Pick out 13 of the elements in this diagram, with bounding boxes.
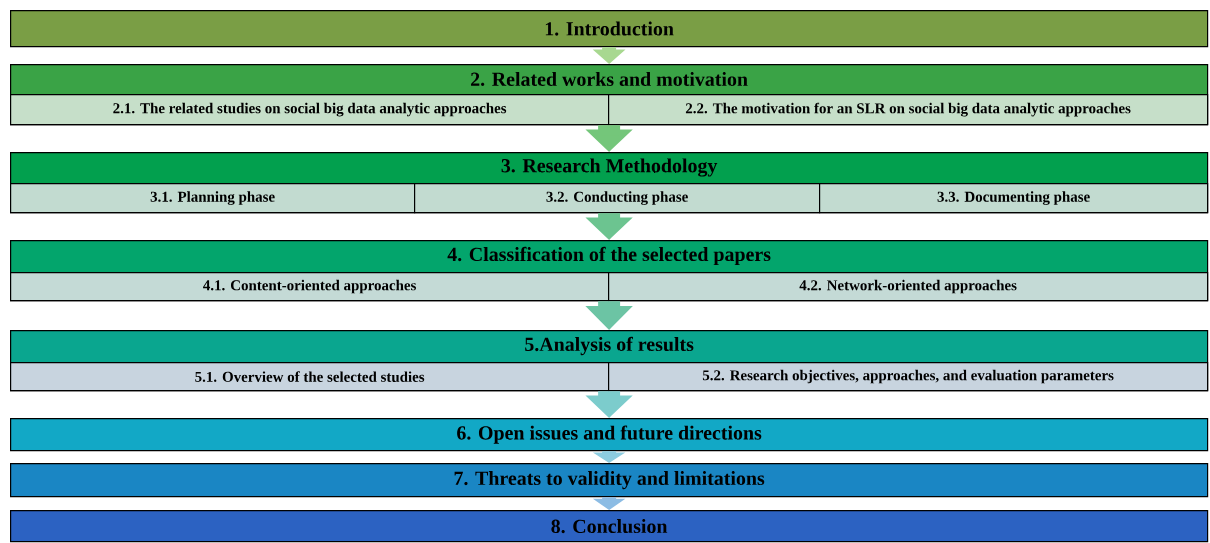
section-band: 8. Conclusion xyxy=(10,510,1209,543)
subsection-bar: 5.2. Research objectives, approaches, and evaluation parameters xyxy=(608,362,1209,392)
subsection-bar: 4.1. Content-oriented approaches xyxy=(10,272,610,302)
subsection-bar: 3.3. Documenting phase xyxy=(819,183,1209,214)
subsection-bar: 3.1. Planning phase xyxy=(10,183,416,214)
subsection-bar: 2.2. The motivation for an SLR on social big data analytic approaches xyxy=(608,94,1209,126)
subsection-bar: 4.2. Network-oriented approaches xyxy=(608,272,1209,302)
section-band: 7. Threats to validity and limitations xyxy=(10,463,1209,498)
section-band: 6. Open issues and future directions xyxy=(10,418,1209,452)
subsection-bar: 2.1. The related studies on social big data analytic approaches xyxy=(10,94,610,126)
subsection-bar: 5.1. Overview of the selected studies xyxy=(10,362,610,392)
subsection-bar: 3.2. Conducting phase xyxy=(414,183,821,214)
section-band: 1. Introduction xyxy=(10,10,1209,48)
